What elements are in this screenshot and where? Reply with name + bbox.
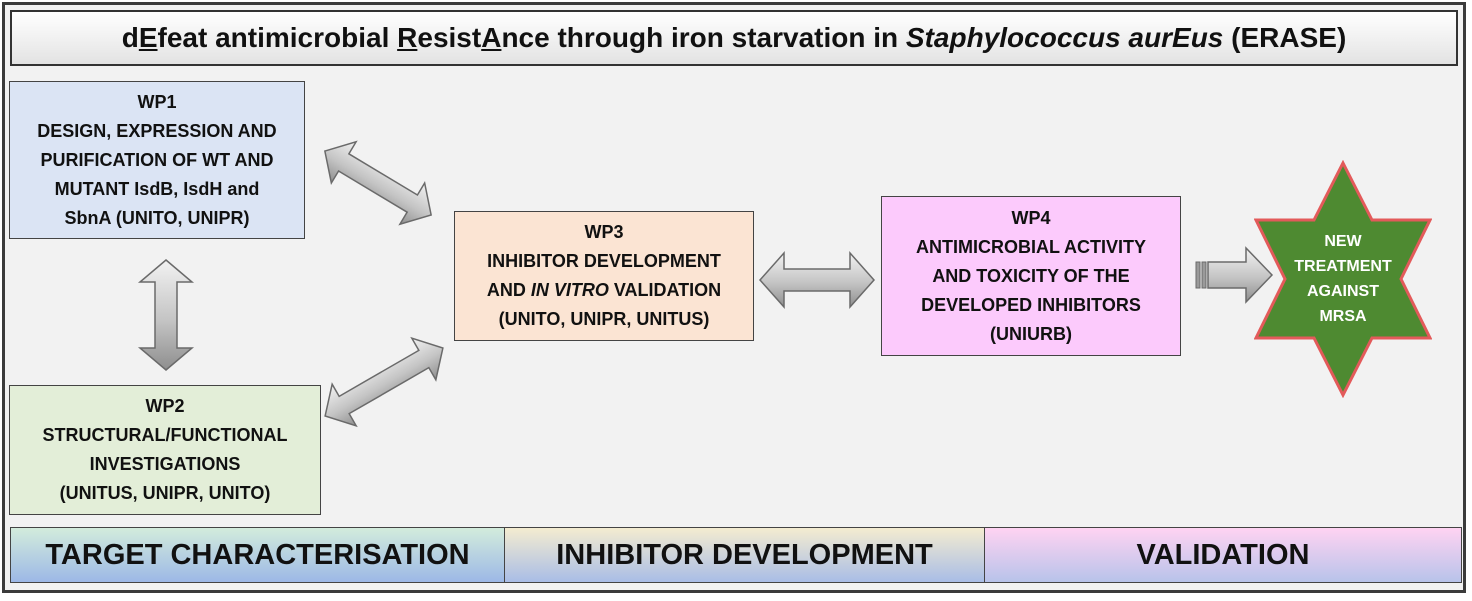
phase-inhibitor-development: INHIBITOR DEVELOPMENT: [505, 527, 985, 583]
wp3-box: WP3 INHIBITOR DEVELOPMENT AND IN VITRO V…: [454, 211, 754, 341]
wp1-line-2: PURIFICATION OF WT AND: [40, 149, 274, 170]
title-part: nce through iron starvation in: [501, 22, 906, 53]
title-part: E: [1172, 22, 1191, 53]
title-part: R: [397, 22, 418, 53]
outcome-line-4: MRSA: [1319, 308, 1367, 325]
title-part: d: [121, 22, 139, 53]
arrow-wp4-outcome: [1195, 246, 1274, 304]
title-part: taphylococcus aur: [924, 22, 1172, 53]
title-part: E: [138, 22, 158, 53]
title-part: esist: [417, 22, 482, 53]
outcome-star: [1254, 160, 1432, 398]
wp3-line-2-pre: AND: [486, 280, 531, 300]
wp2-id: WP2: [145, 396, 185, 416]
title-part: S: [905, 22, 925, 53]
wp4-box: WP4 ANTIMICROBIAL ACTIVITY AND TOXICITY …: [881, 196, 1181, 356]
wp1-line-3: MUTANT IsdB, IsdH and: [54, 178, 260, 199]
arrow-wp1-wp2: [137, 259, 195, 371]
arrow-wp1-wp3: [323, 140, 433, 226]
outcome-star-shape: [1254, 160, 1432, 398]
wp1-line-1: DESIGN, EXPRESSION AND: [37, 120, 277, 141]
outcome-line-1: NEW: [1324, 233, 1362, 250]
wp4-line-2: AND TOXICITY OF THE: [932, 265, 1130, 286]
wp3-line-3: (UNITO, UNIPR, UNITUS): [498, 309, 710, 329]
arrow-wp2-wp3: [324, 336, 444, 428]
arrow-wp3-wp4: [758, 251, 876, 309]
wp2-line-2: INVESTIGATIONS: [89, 454, 241, 474]
title-part: A: [481, 22, 502, 53]
wp3-line-2: AND IN VITRO VALIDATION: [487, 276, 721, 305]
wp4-line-4: (UNIURB): [990, 323, 1072, 344]
outcome-text: NEW TREATMENT AGAINST MRSA: [1254, 160, 1432, 398]
wp3-id: WP3: [584, 222, 624, 242]
title-part: us: [1190, 22, 1224, 53]
title-part: feat antimicrobial: [157, 22, 398, 53]
wp1-line-4: SbnA (UNITO, UNIPR): [64, 207, 250, 228]
wp3-line-2-italic: IN VITRO: [530, 280, 609, 300]
wp2-line-1: STRUCTURAL/FUNCTIONAL: [42, 425, 288, 445]
wp1-id: WP1: [137, 91, 177, 112]
title-part: (ERASE): [1223, 22, 1347, 53]
wp2-box: WP2 STRUCTURAL/FUNCTIONAL INVESTIGATIONS…: [9, 385, 321, 515]
wp2-line-3: (UNITUS, UNIPR, UNITO): [59, 483, 271, 503]
phase-validation: VALIDATION: [985, 527, 1462, 583]
wp3-line-2-post: VALIDATION: [608, 280, 722, 300]
phase-bar: TARGET CHARACTERISATION INHIBITOR DEVELO…: [10, 527, 1462, 583]
wp1-box: WP1 DESIGN, EXPRESSION AND PURIFICATION …: [9, 81, 305, 239]
wp4-line-3: DEVELOPED INHIBITORS: [921, 294, 1141, 315]
outcome-line-2: TREATMENT: [1294, 258, 1392, 275]
phase-target-characterisation: TARGET CHARACTERISATION: [10, 527, 505, 583]
wp4-line-1: ANTIMICROBIAL ACTIVITY: [916, 236, 1146, 257]
wp4-id: WP4: [1011, 207, 1051, 228]
wp3-line-1: INHIBITOR DEVELOPMENT: [487, 251, 721, 271]
outcome-line-3: AGAINST: [1307, 283, 1379, 300]
